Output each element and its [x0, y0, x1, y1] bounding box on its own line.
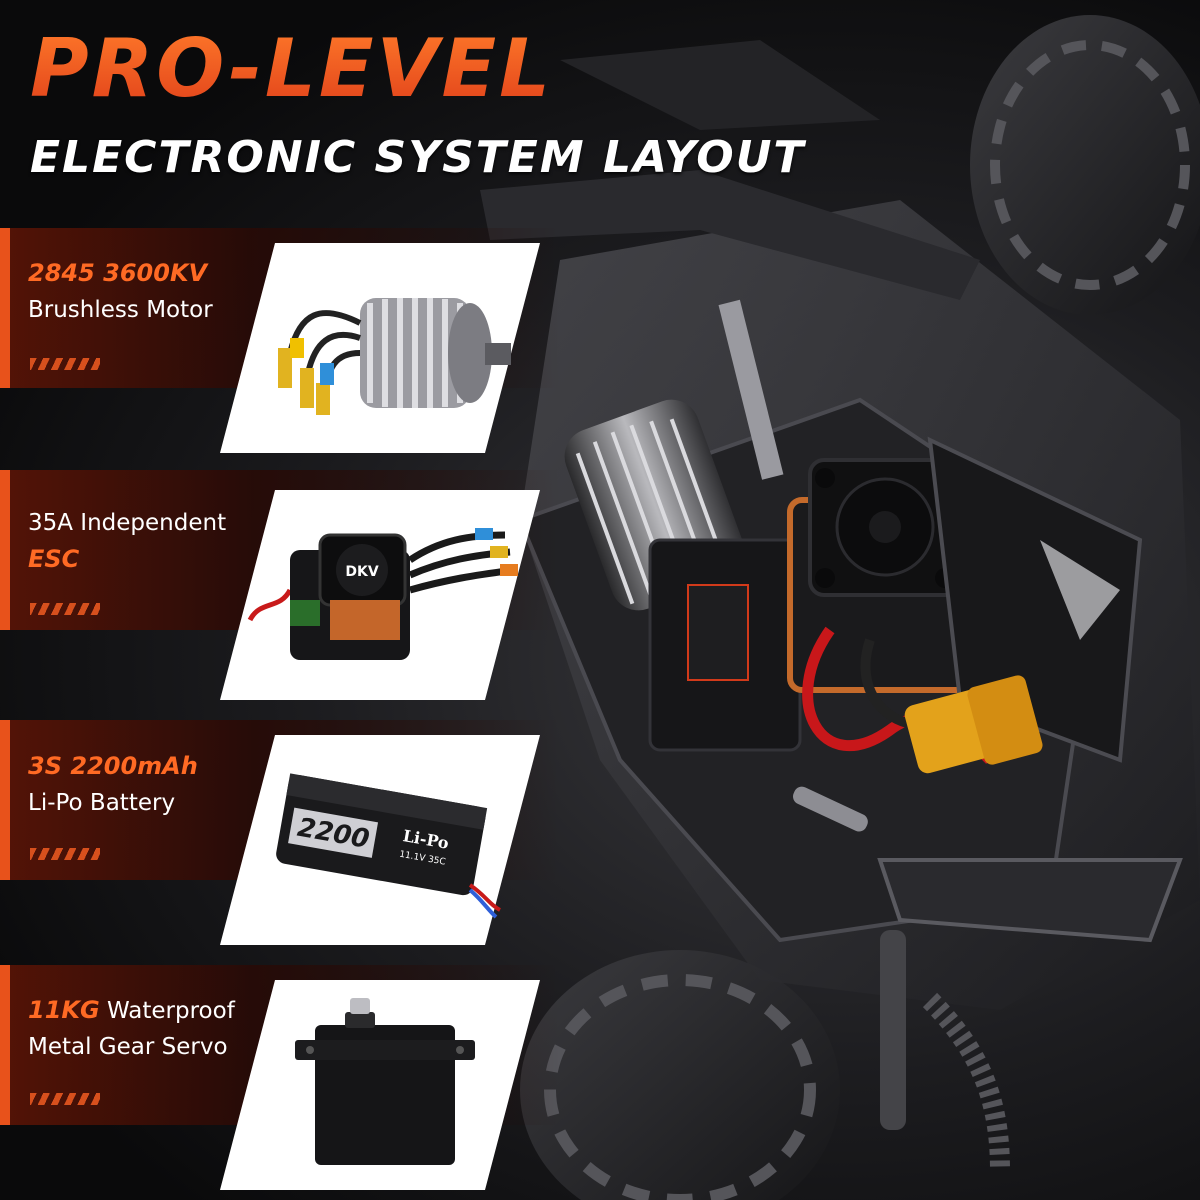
feature-esc-line1: 35A Independent — [28, 510, 227, 536]
feature-battery-line1: 3S 2200mAh — [28, 748, 263, 785]
car-battery-tray — [927, 436, 1143, 763]
feature-servo-highlight: 11KG — [28, 996, 100, 1024]
feature-motor-line1: 2845 3600KV — [28, 255, 263, 292]
stripe-decoration — [30, 1093, 100, 1105]
tire-bottom — [520, 950, 840, 1200]
feature-servo-line1-rest: Waterproof — [99, 998, 235, 1024]
stripe-decoration — [30, 603, 100, 615]
feature-label-esc: 35A Independent ESC — [28, 505, 263, 578]
headline-title-text: PRO-LEVEL — [30, 22, 553, 112]
motor-card — [220, 243, 540, 453]
car-front-suspension — [792, 786, 1183, 1171]
feature-label-servo: 11KG Waterproof Metal Gear Servo — [28, 992, 263, 1065]
feature-esc-line2: ESC — [28, 541, 263, 578]
car-wiring — [802, 626, 1043, 774]
car-rear-arms — [480, 40, 980, 300]
feature-motor-highlight: 2845 3600KV — [28, 259, 208, 287]
feature-esc-highlight: ESC — [28, 545, 80, 573]
battery-card: 2200 Li-Po 11.1V 35C — [220, 735, 540, 945]
tire-top-right — [970, 15, 1200, 315]
feature-label-battery: 3S 2200mAh Li-Po Battery — [28, 748, 263, 821]
stripe-decoration — [30, 848, 100, 860]
battery-icon: 2200 Li-Po 11.1V 35C — [220, 735, 540, 945]
esc-logo-text: DKV — [345, 564, 378, 580]
servo-card — [220, 980, 540, 1190]
motor-icon — [220, 243, 540, 453]
feature-label-motor: 2845 3600KV Brushless Motor — [28, 255, 263, 328]
feature-battery-highlight: 3S 2200mAh — [28, 752, 198, 780]
feature-servo-line2: Metal Gear Servo — [28, 1034, 228, 1060]
feature-motor-line2: Brushless Motor — [28, 297, 213, 323]
esc-icon: DKV — [220, 490, 540, 700]
car-esc — [648, 458, 978, 752]
feature-servo-line1: 11KG Waterproof — [28, 992, 263, 1029]
headline-title: PRO-LEVEL — [30, 22, 630, 112]
stripe-decoration — [30, 358, 100, 370]
feature-battery-line2: Li-Po Battery — [28, 790, 176, 816]
headline-subtitle: ELECTRONIC SYSTEM LAYOUT — [30, 132, 806, 183]
esc-card: DKV — [220, 490, 540, 700]
servo-icon — [220, 980, 540, 1190]
headline-title-graphic: PRO-LEVEL — [30, 22, 553, 112]
